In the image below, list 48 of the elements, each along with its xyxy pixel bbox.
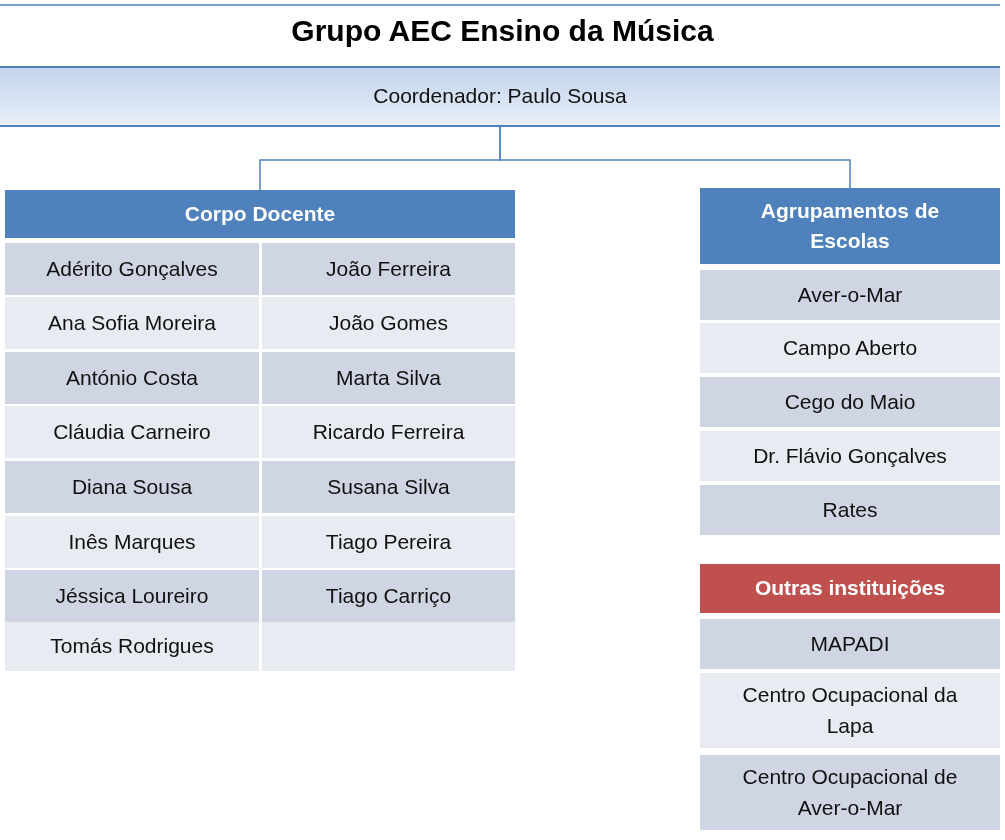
node-text: Centro Ocupacional da Lapa — [741, 682, 959, 739]
coordinator-band — [0, 66, 1000, 127]
node-text: Jéssica Loureiro — [55, 582, 209, 609]
list-item — [700, 270, 1000, 320]
list-item — [5, 622, 259, 671]
list-item — [700, 485, 1000, 535]
node-text: Cláudia Carneiro — [53, 418, 211, 445]
connector-line — [499, 126, 851, 189]
node-text: Diana Sousa — [71, 473, 193, 500]
node-text: Outras instituições — [754, 575, 946, 602]
node-text: Susana Silva — [327, 473, 450, 500]
list-item — [5, 352, 259, 404]
list-item — [5, 570, 259, 622]
list-item — [262, 570, 515, 622]
node-text: Adérito Gonçalves — [46, 255, 218, 282]
node-text: Coordenador: Paulo Sousa — [373, 83, 627, 110]
node-text: João Gomes — [328, 309, 449, 336]
list-item — [262, 461, 515, 513]
list-item — [5, 243, 259, 295]
node-text: Aver-o-Mar — [797, 281, 903, 308]
empty-list-item — [262, 622, 515, 671]
list-item — [700, 619, 1000, 669]
group-header — [700, 188, 1000, 264]
node-text: Corpo Docente — [184, 200, 336, 227]
node-text: Tiago Pereira — [325, 528, 452, 555]
node-text: Ana Sofia Moreira — [47, 309, 217, 336]
group-header — [700, 564, 1000, 613]
list-item — [700, 377, 1000, 427]
node-text: Inês Marques — [68, 528, 196, 555]
node-text: Agrupamentos de Escolas — [759, 197, 941, 254]
node-text: João Ferreira — [326, 255, 451, 282]
list-item — [700, 755, 1000, 830]
node-text: Dr. Flávio Gonçalves — [753, 442, 947, 469]
node-text: Cego do Maio — [784, 388, 916, 415]
node-text: Marta Silva — [336, 364, 441, 391]
node-text: Centro Ocupacional de Aver-o-Mar — [741, 764, 959, 821]
node-text: MAPADI — [810, 630, 890, 657]
group-header — [5, 190, 515, 238]
node-text: António Costa — [66, 364, 198, 391]
diagram-title: Grupo AEC Ensino da Música — [290, 14, 715, 48]
node-text: Ricardo Ferreira — [312, 418, 465, 445]
node-text: Tomás Rodrigues — [50, 633, 214, 660]
list-item — [262, 352, 515, 404]
node-text: Rates — [822, 496, 878, 523]
node-text: Tiago Carriço — [325, 582, 452, 609]
list-item — [262, 243, 515, 295]
node-text: Campo Aberto — [782, 334, 918, 361]
list-item — [5, 461, 259, 513]
